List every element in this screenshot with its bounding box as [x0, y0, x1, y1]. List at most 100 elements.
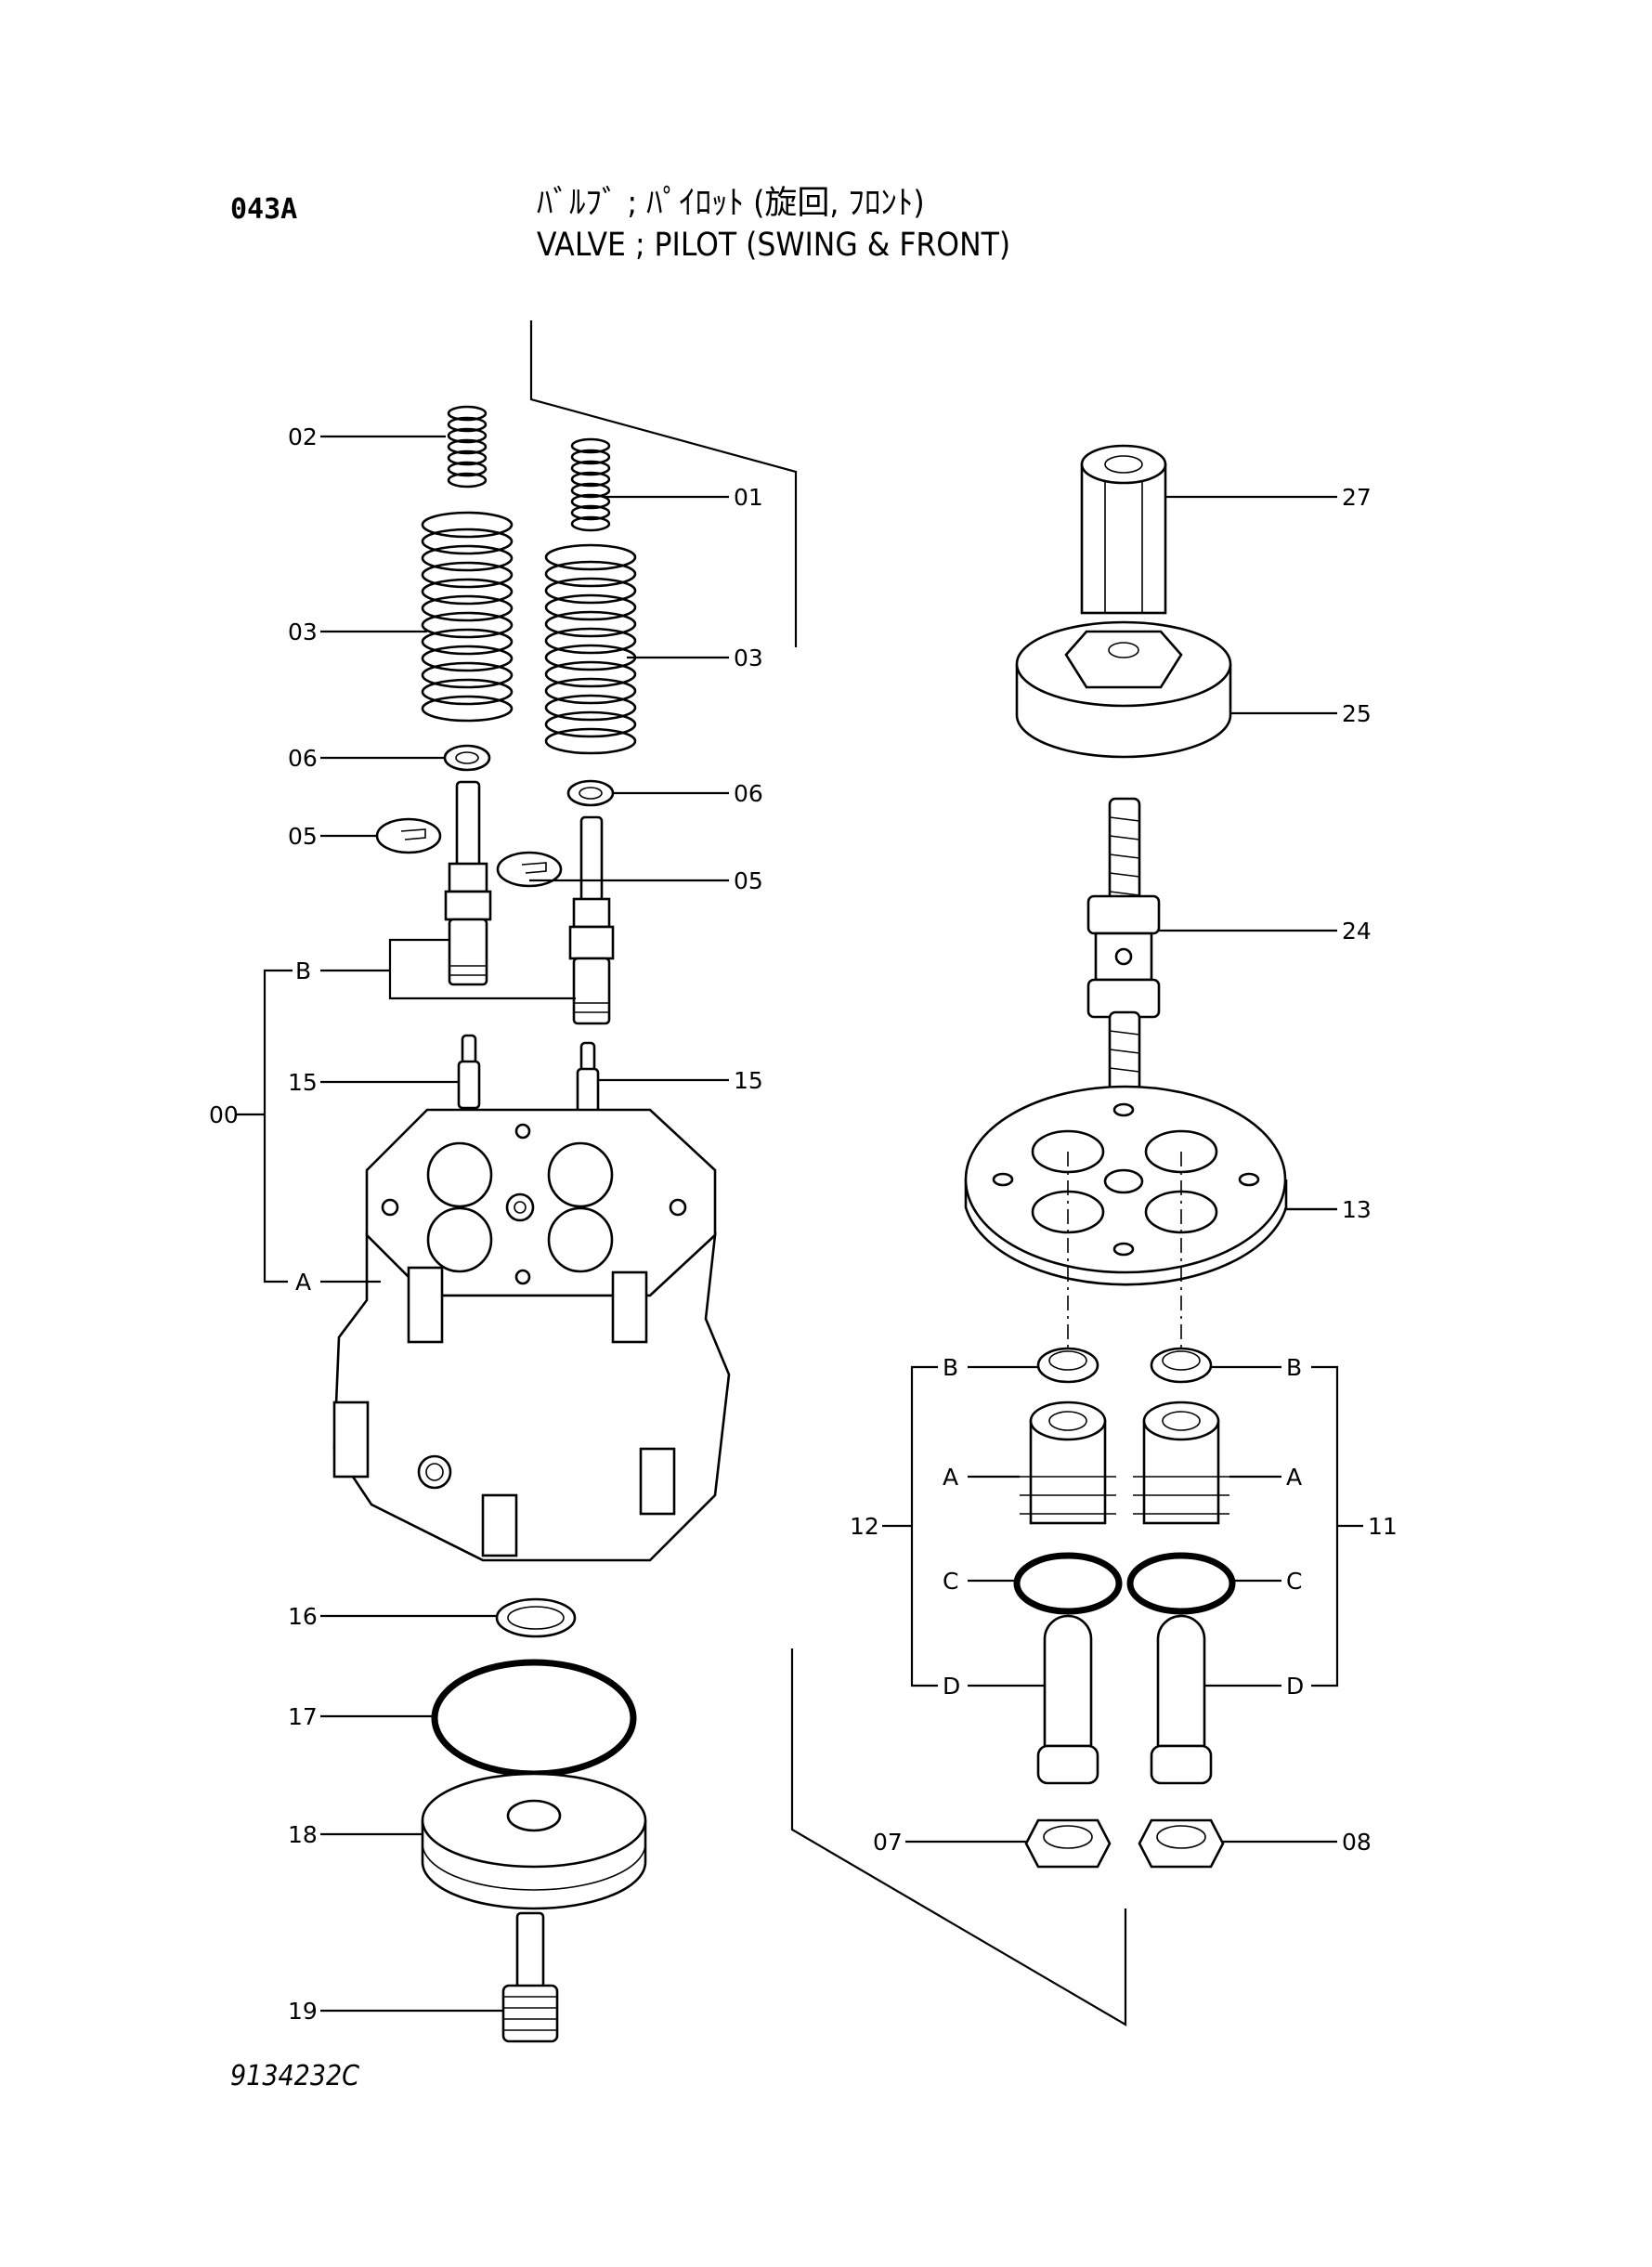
spring-coil — [570, 449, 611, 465]
part-02-spring-small — [447, 405, 488, 489]
spring-coil — [544, 677, 637, 705]
part-12-D-spool — [1036, 1614, 1099, 1785]
sub-label-12-C: C — [943, 1568, 958, 1595]
part-08-nut — [1138, 1818, 1225, 1869]
callout-19: 19 — [288, 1998, 318, 2025]
spring-coil — [570, 471, 611, 488]
spring-coil — [544, 660, 637, 688]
page-code: 043A — [230, 193, 298, 226]
part-18-plate — [421, 1772, 647, 1910]
part-11-C-o-ring — [1126, 1552, 1236, 1615]
part-12-C-o-ring — [1013, 1552, 1123, 1615]
part-24-universal-joint — [1086, 797, 1161, 1116]
sub-label-11-D: D — [1286, 1673, 1304, 1700]
part-06-washer-left — [443, 744, 491, 772]
callout-11: 11 — [1368, 1513, 1398, 1540]
drawing-number: 9134232C — [230, 2060, 360, 2092]
spring-coil — [544, 543, 637, 571]
sub-label-11-C: C — [1286, 1568, 1302, 1595]
callout-17: 17 — [288, 1703, 318, 1730]
spring-coil — [544, 610, 637, 638]
callout-00: 00 — [209, 1101, 239, 1128]
callout-03-right: 03 — [734, 645, 763, 671]
callout-18: 18 — [288, 1821, 318, 1848]
callout-15-left: 15 — [288, 1069, 318, 1096]
part-27-hex-coupling — [1080, 444, 1167, 615]
spring-coil — [421, 511, 514, 539]
part-07-nut — [1024, 1818, 1112, 1869]
part-11-A-plug — [1133, 1401, 1229, 1525]
spring-coil — [447, 416, 488, 433]
part-05-retainer-right — [496, 851, 563, 888]
callout-08: 08 — [1342, 1829, 1372, 1856]
group-bracket-bottom — [790, 1648, 1127, 2026]
spring-coil — [544, 694, 637, 722]
part-16-seal — [495, 1597, 577, 1638]
spring-coil — [421, 561, 514, 589]
group-bracket-top — [529, 320, 798, 647]
title-english: VALVE ; PILOT (SWING & FRONT) — [537, 227, 1011, 264]
callout-07: 07 — [873, 1829, 903, 1856]
leader-lines — [237, 435, 1363, 2013]
spring-coil — [544, 577, 637, 605]
spring-coil — [447, 427, 488, 444]
spring-coil — [544, 560, 637, 588]
callout-labels: 02 01 03 03 06 06 05 05 B 00 A 15 15 16 … — [209, 423, 1398, 2025]
spring-coil — [421, 628, 514, 656]
callout-12: 12 — [850, 1513, 879, 1540]
part-A-valve-body — [332, 1108, 731, 1562]
sub-label-B-left: B — [295, 958, 311, 984]
part-15-pin-left — [457, 1034, 481, 1110]
spring-coil — [421, 544, 514, 572]
sub-label-11-A: A — [1286, 1464, 1302, 1491]
spring-coil — [421, 578, 514, 606]
sub-label-A-left: A — [295, 1269, 311, 1296]
part-03-spring-large-right — [544, 543, 637, 755]
spring-coil — [447, 461, 488, 477]
part-19-bolt — [501, 1911, 559, 2043]
spring-coil — [570, 493, 611, 510]
spring-coil — [421, 594, 514, 622]
callout-03-left: 03 — [288, 619, 318, 645]
spring-coil — [447, 405, 488, 422]
callout-06-left: 06 — [288, 745, 318, 772]
spring-coil — [421, 661, 514, 689]
spring-coil — [570, 460, 611, 476]
spring-coil — [570, 504, 611, 521]
callout-02: 02 — [288, 423, 318, 450]
spring-coil — [447, 438, 488, 455]
part-17-o-ring — [431, 1659, 637, 1778]
part-06-washer-right — [566, 779, 615, 807]
sub-label-12-B: B — [943, 1354, 958, 1381]
part-13-cam-plate — [964, 1085, 1288, 1356]
washer-hole — [579, 787, 603, 800]
part-11-D-spool — [1150, 1614, 1213, 1785]
part-12-A-plug — [1020, 1401, 1116, 1525]
callout-13: 13 — [1342, 1196, 1372, 1223]
spring-coil — [570, 515, 611, 532]
part-05-retainer-left — [375, 817, 442, 854]
part-B-pusher-left — [444, 780, 492, 986]
spring-coil — [421, 645, 514, 672]
spring-coil — [421, 678, 514, 706]
spring-coil — [544, 627, 637, 655]
sub-label-12-D: D — [943, 1673, 960, 1700]
part-25-plate-nut — [1015, 620, 1232, 759]
callout-16: 16 — [288, 1603, 318, 1630]
callout-27: 27 — [1342, 484, 1372, 511]
washer-hole — [455, 751, 479, 764]
spring-coil — [421, 611, 514, 639]
part-11-B-seat — [1150, 1347, 1213, 1384]
sub-label-11-B: B — [1286, 1354, 1302, 1381]
part-15-pin-right — [576, 1041, 600, 1114]
title-japanese: ﾊﾞﾙﾌﾞ ; ﾊﾟｲﾛｯﾄ (旋回, ﾌﾛﾝﾄ) — [537, 185, 925, 222]
callout-25: 25 — [1342, 700, 1372, 727]
spring-coil — [544, 727, 637, 755]
spring-coil — [447, 449, 488, 466]
spring-coil — [570, 437, 611, 454]
spring-coil — [544, 593, 637, 621]
callout-24: 24 — [1342, 918, 1372, 945]
spring-coil — [421, 528, 514, 555]
callout-15-right: 15 — [734, 1067, 763, 1094]
